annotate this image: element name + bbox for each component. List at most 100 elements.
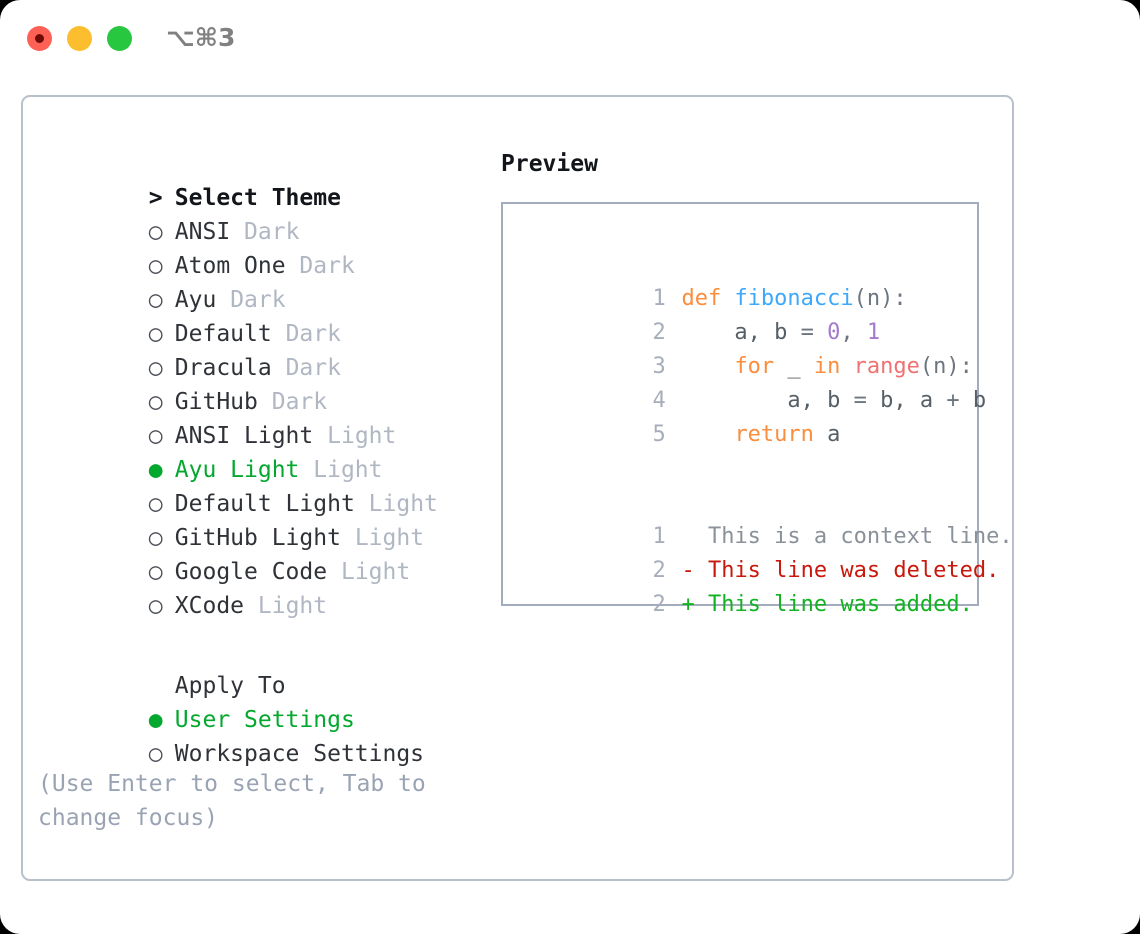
radio-unselected-icon: ○ — [148, 321, 163, 347]
theme-option-tag-text: Dark — [299, 253, 355, 279]
theme-option-tag — [299, 457, 313, 483]
theme-option-atom-one[interactable]: ○ Atom One Dark — [38, 215, 478, 279]
radio-unselected-icon: ○ — [148, 219, 163, 245]
theme-option-dracula[interactable]: ○ Dracula Dark — [38, 317, 478, 381]
radio-selected-icon: ● — [148, 457, 163, 483]
code-line: 2 a, b = 0, 1 — [520, 282, 977, 345]
diff-text: This is a context line. — [694, 524, 1013, 549]
radio-selected-icon: ● — [148, 707, 163, 733]
theme-option-default-light[interactable]: ○ Default Light Light — [38, 453, 478, 517]
radio-unselected-icon: ○ — [148, 559, 163, 585]
theme-option-github[interactable]: ○ GitHub Dark — [38, 351, 478, 415]
theme-option-label: Dracula — [174, 355, 272, 381]
theme-option-tag-text: Dark — [230, 287, 286, 313]
theme-option-tag-text: Dark — [271, 389, 328, 415]
code-token: 1 — [866, 320, 881, 345]
code-token: b — [972, 388, 987, 413]
diff-text: This line was added. — [694, 592, 973, 617]
line-number: 3 — [652, 354, 666, 379]
code-token: a — [827, 422, 841, 447]
diff-sign — [681, 524, 694, 549]
minimize-window-button[interactable] — [67, 26, 92, 51]
theme-option-tag — [327, 559, 341, 585]
code-token: a, b — [681, 320, 801, 345]
radio-unselected-icon: ○ — [148, 423, 163, 449]
code-token: = — [853, 388, 881, 413]
theme-selector-heading: > Select Theme — [38, 147, 478, 211]
keyboard-shortcut-label: ⌥⌘3 — [166, 23, 236, 52]
theme-option-github-light[interactable]: ○ GitHub Light Light — [38, 487, 478, 551]
maximize-window-button[interactable] — [107, 26, 132, 51]
code-line: 5 return a — [520, 384, 977, 447]
preview-title: Preview — [501, 151, 598, 177]
theme-option-ayu-light[interactable]: ●Ayu Light Light — [38, 419, 478, 483]
theme-option-tag-text: Light — [368, 491, 438, 517]
diff-text: This line was deleted. — [694, 558, 1000, 583]
theme-option-tag — [313, 423, 327, 449]
theme-option-tag — [272, 355, 286, 381]
theme-option-label: Default Light — [174, 491, 355, 517]
theme-option-ansi-light[interactable]: ○ANSI Light Light — [38, 385, 478, 449]
apply-to-option-label: Workspace Settings — [174, 741, 425, 767]
radio-unselected-icon: ○ — [148, 491, 163, 517]
code-token: a, b — [681, 388, 854, 413]
theme-option-ansi[interactable]: ○ANSI Dark — [38, 181, 478, 245]
diff-line-deleted: 2- This line was deleted. — [520, 520, 999, 583]
radio-unselected-icon: ○ — [148, 355, 163, 381]
radio-unselected-icon: ○ — [148, 287, 163, 313]
theme-option-google-code[interactable]: ○Google Code Light — [38, 521, 478, 585]
theme-option-label: ANSI Light — [174, 423, 314, 449]
theme-option-tag — [216, 287, 230, 313]
prompt-caret-icon: > — [148, 185, 163, 211]
theme-selector-panel: >Select Theme ○ANSI Dark ○Atom One Dark … — [38, 147, 478, 835]
title-bar: ⌥⌘3 — [0, 0, 1140, 78]
help-hint-text: (Use Enter to select, Tab to change focu… — [38, 771, 440, 831]
theme-option-tag-text: Dark — [285, 355, 341, 381]
theme-selector-heading-label: Select Theme — [174, 185, 341, 211]
code-token: return — [734, 422, 828, 447]
apply-to-heading-label: Apply To — [174, 673, 286, 699]
theme-option-label: Ayu Light — [174, 457, 300, 483]
code-token: range — [853, 354, 920, 379]
theme-option-tag — [286, 253, 300, 279]
code-token: in — [813, 354, 854, 379]
code-token: = — [800, 320, 828, 345]
theme-option-xcode[interactable]: ○XCode Light — [38, 555, 478, 619]
theme-option-tag-text: Dark — [285, 321, 341, 347]
diff-sign: + — [681, 592, 695, 617]
line-number: 1 — [652, 524, 666, 549]
apply-to-option-user-settings[interactable]: ●User Settings — [38, 669, 478, 733]
theme-option-default[interactable]: ○Default Dark — [38, 283, 478, 347]
theme-option-ayu[interactable]: ○ Ayu Dark — [38, 249, 478, 313]
theme-option-label: Atom One — [174, 253, 286, 279]
theme-option-tag — [258, 389, 272, 415]
diff-sign: - — [681, 558, 695, 583]
spacer-icon: ○ — [149, 669, 175, 703]
line-number: 2 — [652, 320, 666, 345]
close-window-button[interactable] — [27, 26, 52, 51]
theme-option-tag — [230, 219, 244, 245]
radio-unselected-icon: ○ — [148, 525, 163, 551]
code-token: fibonacci — [734, 286, 854, 311]
code-token: (n): — [853, 286, 907, 311]
theme-option-tag-text: Dark — [244, 219, 300, 245]
theme-option-label: Ayu — [174, 287, 217, 313]
theme-option-tag-text: Light — [354, 525, 425, 551]
apply-to-option-workspace-settings[interactable]: ○Workspace Settings — [38, 703, 478, 767]
main-card: >Select Theme ○ANSI Dark ○Atom One Dark … — [21, 95, 1014, 881]
diff-line-added: 2+ This line was added. — [520, 554, 977, 617]
line-number: 1 — [652, 286, 666, 311]
theme-option-tag — [272, 321, 286, 347]
theme-option-label: GitHub — [174, 389, 258, 415]
theme-option-tag — [355, 491, 369, 517]
line-number: 4 — [652, 388, 666, 413]
diff-line-context: 1 This is a context line. — [520, 486, 1012, 549]
code-token: b, a — [880, 388, 947, 413]
code-token — [681, 422, 734, 447]
radio-unselected-icon: ○ — [148, 593, 163, 619]
code-token: + — [946, 388, 973, 413]
theme-option-label: GitHub Light — [174, 525, 341, 551]
